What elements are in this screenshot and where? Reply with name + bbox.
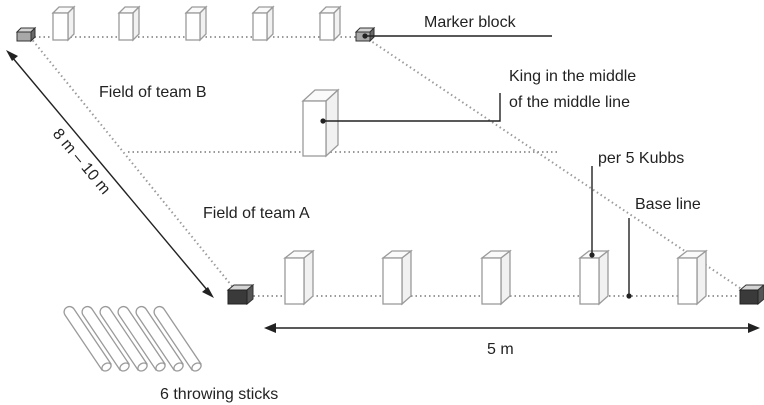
base-line-label: Base line	[635, 196, 701, 213]
marker-block	[738, 284, 764, 306]
throwing-stick	[81, 305, 130, 372]
king-leader	[323, 93, 501, 122]
throwing-sticks-label: 6 throwing sticks	[160, 386, 278, 403]
width-dimension-arrow	[6, 50, 214, 298]
length-label: 5 m	[487, 341, 514, 358]
leader-lines	[320, 33, 632, 299]
kubb	[578, 249, 610, 306]
width-label: 8 m – 10 m	[49, 126, 113, 198]
throwing-sticks	[63, 305, 202, 372]
marker-block	[15, 26, 37, 43]
king-label-line-2: of the middle line	[509, 94, 630, 111]
kubb	[117, 5, 141, 42]
throwing-stick	[63, 305, 112, 372]
king	[301, 88, 340, 158]
field-team-a-label: Field of team A	[203, 205, 310, 222]
kubb	[251, 5, 275, 42]
kubb	[318, 5, 342, 42]
kubb	[676, 249, 708, 306]
kubbs-team-b	[51, 5, 342, 42]
throwing-stick	[117, 305, 166, 372]
kubb	[480, 249, 512, 306]
sideline-left	[29, 36, 241, 297]
per-kubbs-label: per 5 Kubbs	[598, 150, 684, 167]
throwing-stick	[153, 305, 202, 372]
throwing-stick	[99, 305, 148, 372]
throwing-stick	[135, 305, 184, 372]
kubb	[184, 5, 208, 42]
kubb	[51, 5, 76, 42]
marker-block-label: Marker block	[424, 14, 517, 31]
kubbs-team-a	[283, 249, 708, 306]
length-dimension-arrow	[264, 323, 760, 333]
kubb	[381, 249, 413, 306]
field-team-b-label: Field of team B	[99, 84, 207, 101]
kubb	[283, 249, 315, 306]
marker-block	[226, 283, 255, 306]
king-label-line-1: King in the middle	[509, 68, 636, 85]
